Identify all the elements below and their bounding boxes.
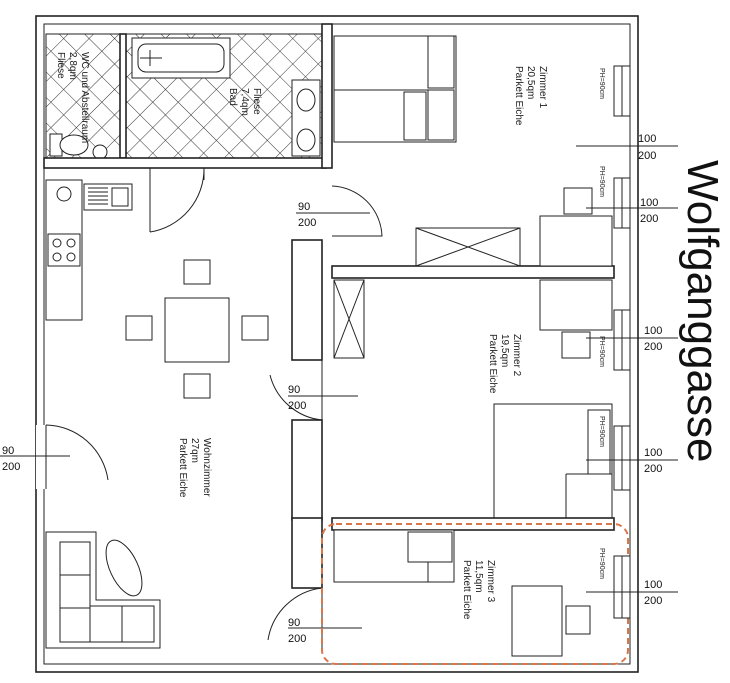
chair-bottom — [183, 373, 211, 399]
chair-top — [183, 259, 211, 285]
door-z1-w: 90 — [298, 201, 310, 213]
wohn-floor: Parkett Eiche — [177, 438, 188, 498]
zimmer3-area: 11,5qm — [473, 560, 484, 593]
win2-w: 100 — [640, 197, 658, 209]
z1-desk-chair — [563, 187, 593, 215]
z1-nightstand — [403, 91, 427, 141]
washbasin-2 — [296, 128, 316, 152]
wc-floor: Fliese — [55, 52, 66, 79]
wohn-name: Wohnzimmer — [201, 438, 212, 497]
corridor-wall-3 — [291, 517, 323, 589]
stove — [47, 233, 81, 267]
wc-area: 2,8qm — [67, 52, 78, 80]
win3-h: 200 — [644, 341, 662, 353]
z1-bed-pillow-2 — [427, 89, 455, 141]
wc-door-swing — [149, 167, 205, 233]
sink-small — [92, 144, 108, 160]
win2-h: 200 — [640, 213, 658, 225]
zimmer1-wall-bottom — [331, 265, 615, 279]
chair-left — [125, 315, 153, 341]
z3-desk-chair — [565, 605, 591, 635]
door-entry-h: 200 — [2, 461, 20, 473]
bad-name: Bad — [227, 88, 238, 106]
coffee-table — [105, 539, 143, 597]
z2-door-swing — [269, 360, 323, 421]
zimmer1-name: Zimmer 1 — [537, 66, 548, 109]
window-leaders — [576, 145, 678, 593]
bathtub-inner — [137, 43, 225, 73]
bath-right-wall — [321, 23, 333, 169]
ph-label-3: PH=90cm — [598, 336, 605, 367]
zimmer2-name: Zimmer 2 — [511, 334, 522, 377]
corridor-wall-2 — [291, 419, 323, 521]
zimmer2-area: 19,5qm — [499, 334, 510, 367]
bad-area: 7,4qm — [239, 88, 250, 116]
win1-w: 100 — [638, 133, 656, 145]
z2-desk-chair — [561, 331, 591, 359]
win4-h: 200 — [644, 463, 662, 475]
door-z1-h: 200 — [298, 217, 316, 229]
chair-right — [241, 315, 269, 341]
door-z3-h: 200 — [288, 633, 306, 645]
z1-bed-pillow-1 — [427, 35, 455, 89]
window-frames — [613, 65, 631, 619]
wc-bad-wall — [119, 33, 127, 159]
zimmer3-floor: Parkett Eiche — [461, 560, 472, 620]
win5-w: 100 — [644, 579, 662, 591]
z3-desk — [511, 585, 563, 657]
corridor-wall-1 — [291, 239, 323, 361]
ph-label-5: PH=90cm — [598, 548, 605, 579]
z3-bed-pillow — [407, 531, 453, 563]
bad-floor: Fliese — [251, 88, 262, 115]
z1-desk — [539, 215, 613, 267]
zimmer1-area: 20,5qm — [525, 66, 536, 99]
zimmer2-floor: Parkett Eiche — [487, 334, 498, 394]
ph-label-4: PH=90cm — [598, 416, 605, 447]
toilet-bowl — [59, 134, 89, 156]
z2-desk — [539, 279, 613, 331]
door-z3-w: 90 — [288, 617, 300, 629]
z1-door-gap — [322, 186, 332, 236]
wc-name: WC und Abstellraum — [79, 52, 90, 143]
washbasin-1 — [296, 88, 316, 112]
wohn-area: 27qm — [189, 438, 200, 463]
entry-wall-gap — [36, 425, 46, 489]
door-z2-w: 90 — [288, 384, 300, 396]
kitchen-tap — [56, 186, 72, 202]
door-z2-h: 200 — [288, 400, 306, 412]
door-entry-w: 90 — [2, 445, 14, 457]
sofa-seat — [59, 541, 91, 643]
zimmer3-name: Zimmer 3 — [485, 560, 496, 603]
zimmer1-floor: Parkett Eiche — [513, 66, 524, 126]
entry-door-swing — [45, 424, 109, 489]
ph-label-1: PH=90cm — [598, 68, 605, 99]
bad-door-swing — [150, 167, 205, 180]
win3-w: 100 — [644, 325, 662, 337]
bath-bottom-wall — [43, 157, 327, 169]
kitchen-sink-grate — [88, 187, 129, 207]
dining-table — [164, 297, 230, 363]
win1-h: 200 — [638, 150, 656, 162]
win4-w: 100 — [644, 447, 662, 459]
ph-label-2: PH=90cm — [598, 166, 605, 197]
z1-door-swing — [331, 185, 383, 237]
street-name: Wolfganggasse — [678, 160, 727, 463]
win5-h: 200 — [644, 595, 662, 607]
